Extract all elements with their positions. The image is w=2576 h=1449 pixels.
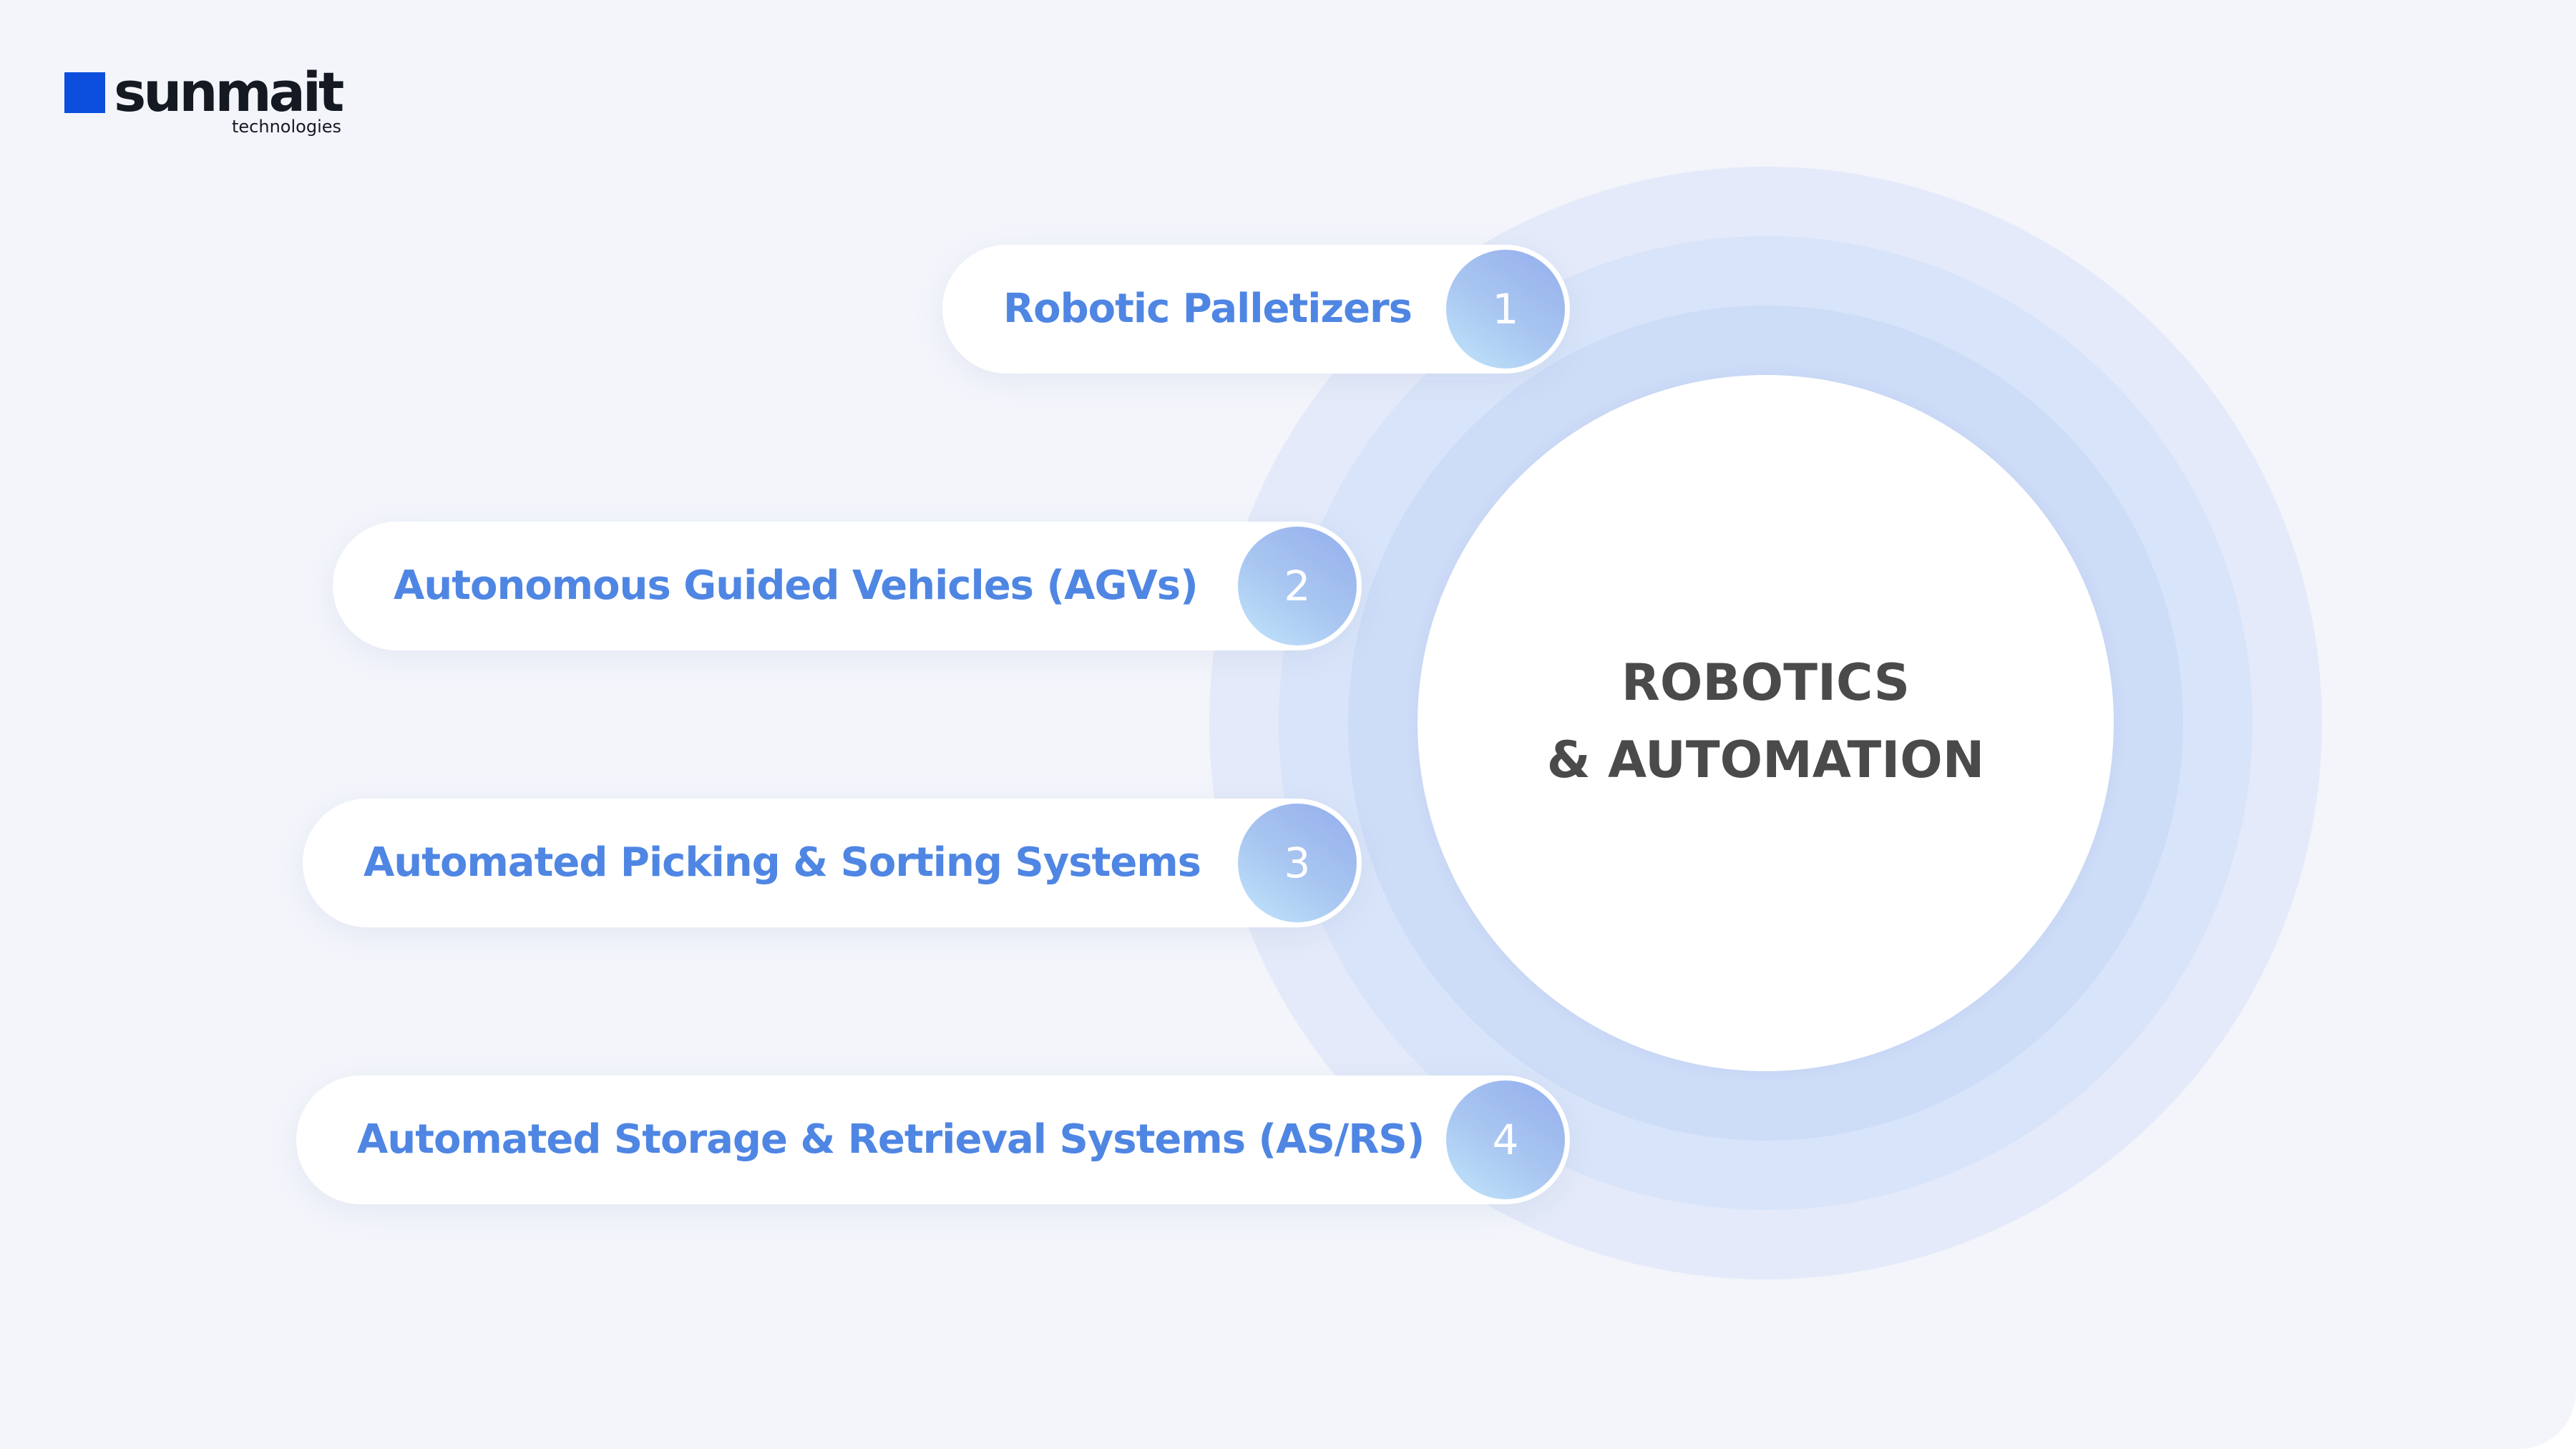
logo-square-mark (64, 72, 105, 113)
item-label: Automated Picking & Sorting Systems (364, 839, 1201, 886)
item-label: Robotic Palletizers (1003, 286, 1413, 332)
item-pill-robotic-palletizers: Robotic Palletizers 1 (942, 245, 1570, 374)
item-pill-agvs: Autonomous Guided Vehicles (AGVs) 2 (333, 522, 1362, 650)
number-badge: 1 (1446, 250, 1565, 369)
logo-wordmark: sunmait (114, 60, 344, 124)
item-pill-asrs: Automated Storage & Retrieval Systems (A… (296, 1075, 1570, 1204)
sunmait-logo: sunmait technologies (64, 60, 365, 146)
number-badge: 2 (1238, 527, 1357, 645)
center-title-line-2: & AUTOMATION (1546, 731, 1985, 789)
center-title: ROBOTICS & AUTOMATION (1418, 644, 2114, 799)
number-badge: 3 (1238, 804, 1357, 922)
center-title-line-1: ROBOTICS (1621, 653, 1911, 712)
item-label: Autonomous Guided Vehicles (AGVs) (394, 562, 1199, 609)
item-pill-picking-sorting: Automated Picking & Sorting Systems 3 (303, 799, 1362, 927)
number-badge: 4 (1446, 1080, 1565, 1199)
item-label: Automated Storage & Retrieval Systems (A… (357, 1116, 1425, 1163)
logo-tagline: technologies (232, 117, 341, 137)
center-circle (1418, 375, 2114, 1071)
